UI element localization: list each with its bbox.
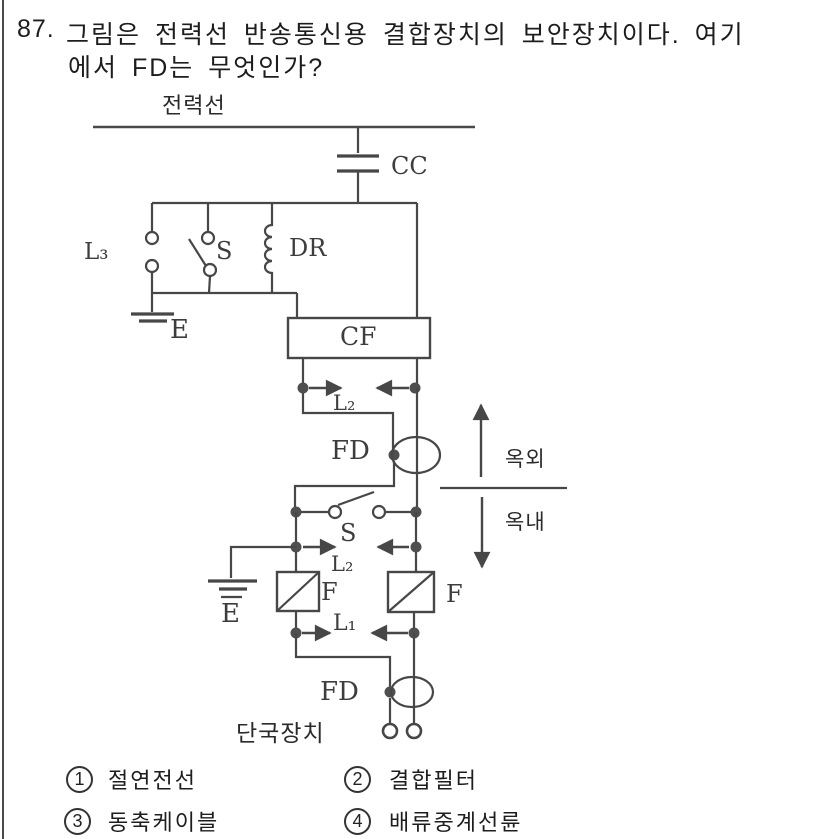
arrester-l3-symbol	[144, 203, 160, 293]
fd-lower-label: FD	[320, 677, 359, 707]
earth-e-lower-label: E	[221, 599, 240, 629]
switch-s-lower-symbol	[290, 490, 422, 520]
fd-lower-symbol	[389, 675, 435, 709]
fd-upper-label: FD	[331, 436, 370, 466]
coupling-filter-cf-box	[286, 316, 432, 360]
option-1-number-badge: 1	[66, 765, 93, 793]
drain-coil-dr-label: DR	[289, 234, 327, 262]
fuse-f-left-label: F	[321, 578, 338, 606]
switch-s-upper-symbol	[188, 203, 218, 294]
outdoor-label: 옥외	[505, 448, 546, 471]
fuse-f-right-label: F	[446, 580, 463, 608]
capacitor-cc-symbol	[337, 154, 379, 173]
option-2: 2 결합필터	[344, 763, 478, 795]
terminal-left	[381, 722, 399, 740]
option-3-label: 동축케이블	[108, 810, 220, 835]
switch-s-upper-label: S	[216, 237, 232, 265]
arrester-l3-label: L₃	[84, 239, 109, 265]
power-line-label: 전력선	[162, 93, 226, 118]
earth-lower-symbol	[208, 545, 296, 599]
option-4: 4 배류중계선륜	[344, 805, 522, 837]
indoor-label: 옥내	[505, 511, 546, 534]
switch-s-lower-label: S	[340, 519, 356, 547]
terminal-right	[405, 722, 423, 740]
option-1-label: 절연전선	[108, 768, 197, 793]
question-number: 87.	[17, 15, 55, 43]
option-2-label: 결합필터	[389, 768, 478, 793]
circuit-wiring	[93, 125, 567, 740]
option-3-number-badge: 3	[64, 807, 91, 835]
drain-coil-dr-symbol	[263, 203, 274, 293]
option-4-number-badge: 4	[344, 807, 371, 835]
l2-upper-label: L₂	[333, 391, 355, 415]
earth-upper-symbol	[131, 293, 174, 323]
option-4-label: 배류중계선륜	[389, 810, 523, 835]
option-3: 3 동축케이블	[64, 805, 219, 837]
earth-e-upper-label: E	[170, 315, 189, 345]
fuse-f-right-symbol	[386, 570, 436, 614]
option-1: 1 절연전선	[66, 763, 197, 795]
option-2-number-badge: 2	[344, 765, 371, 793]
question-text-line-1: 그림은 전력선 반송통신용 결합장치의 보안장치이다. 여기	[66, 21, 745, 49]
capacitor-cc-label: CC	[391, 152, 428, 180]
fuse-f-left-symbol	[275, 570, 321, 613]
terminal-equipment-label: 단국장치	[236, 720, 325, 746]
l2-lower-label: L₂	[331, 552, 353, 576]
question-text-line-2: 에서 FD는 무엇인가?	[68, 54, 325, 82]
coupling-filter-cf-label: CF	[340, 322, 376, 351]
page-border-line	[2, 0, 4, 839]
l1-label: L₁	[333, 611, 356, 636]
